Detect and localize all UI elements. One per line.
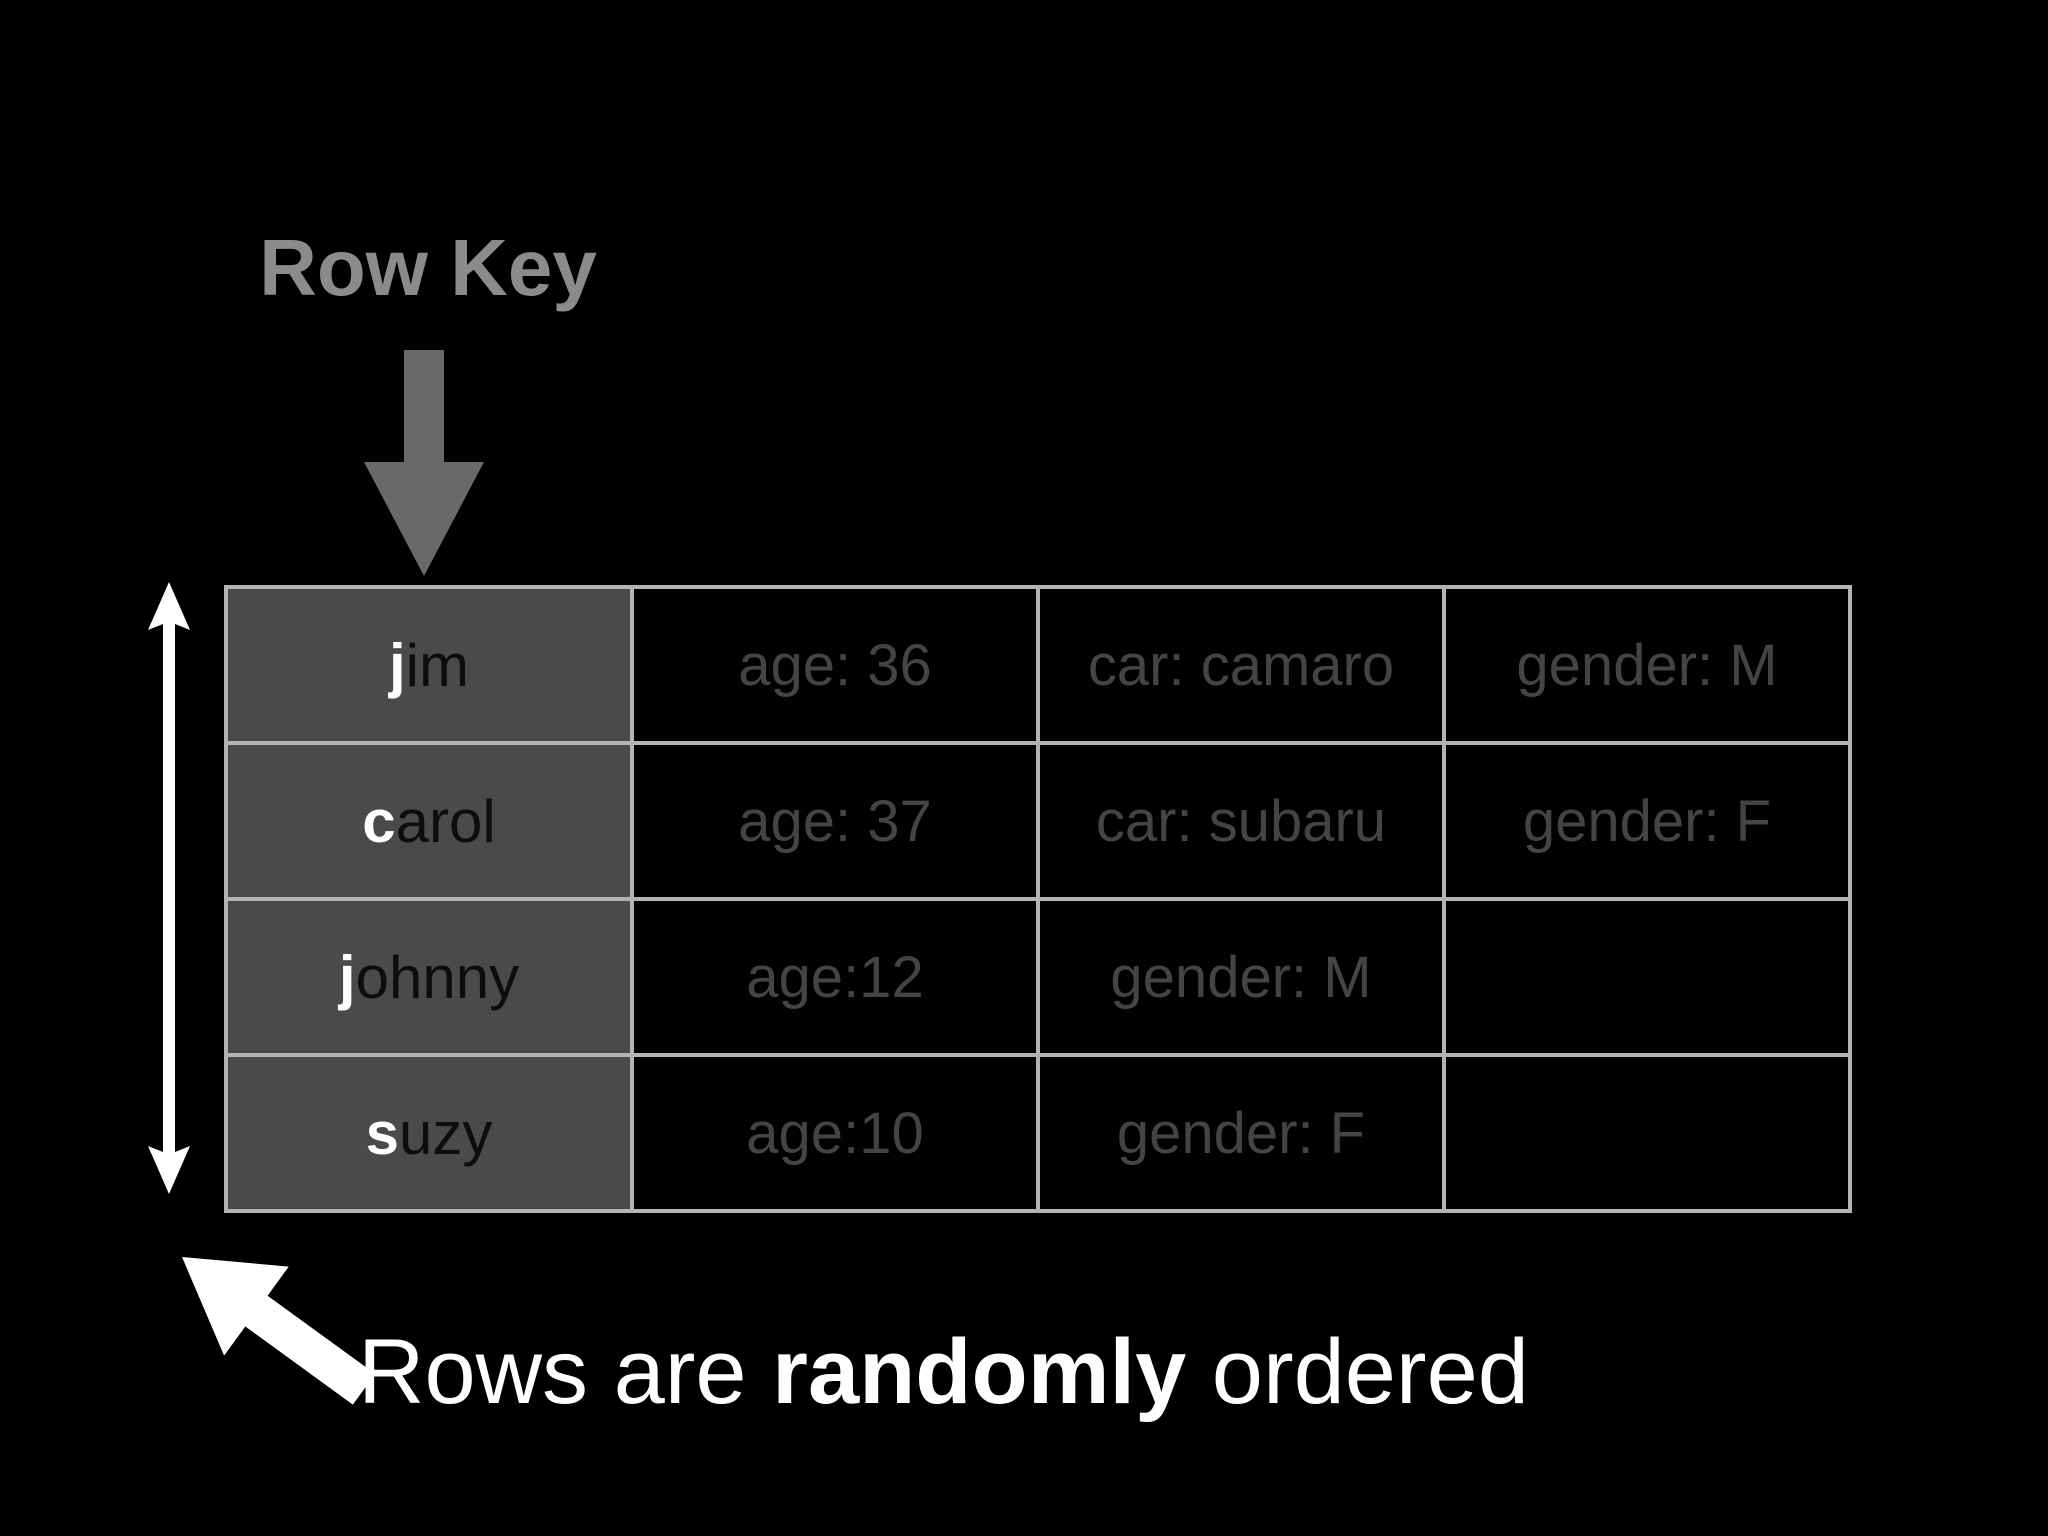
footer-text-before: Rows are — [358, 1321, 773, 1423]
up-left-arrow-icon — [182, 1257, 376, 1405]
table-cell: gender: F — [1442, 741, 1852, 901]
table-cell: gender: M — [1036, 897, 1446, 1057]
table-cell: age: 37 — [630, 741, 1040, 901]
footer-text-after: ordered — [1186, 1321, 1529, 1423]
table-row: suzy age:10 gender: F — [224, 1053, 1852, 1213]
row-key-first-letter: c — [362, 787, 396, 855]
table-cell: gender: F — [1036, 1053, 1446, 1213]
row-key-rest: im — [405, 631, 469, 699]
row-key-cell: carol — [224, 741, 634, 901]
vertical-double-arrow-shape — [148, 582, 190, 1194]
table-cell — [1442, 1053, 1852, 1213]
table-cell: car: subaru — [1036, 741, 1446, 901]
table-row: jim age: 36 car: camaro gender: M — [224, 585, 1852, 745]
table-cell — [1442, 897, 1852, 1057]
footer-text-bold: randomly — [772, 1321, 1187, 1423]
down-arrow-shaft — [404, 350, 444, 466]
table-cell: age: 36 — [630, 585, 1040, 745]
up-left-arrow-shape — [182, 1257, 376, 1405]
row-key-cell: jim — [224, 585, 634, 745]
row-key-rest: ohnny — [355, 943, 520, 1011]
row-key-first-letter: s — [365, 1099, 399, 1167]
table-cell: age:10 — [630, 1053, 1040, 1213]
table-row: carol age: 37 car: subaru gender: F — [224, 741, 1852, 901]
row-key-first-letter: j — [338, 943, 356, 1011]
row-key-rest: uzy — [399, 1099, 493, 1167]
hbase-rows-table: jim age: 36 car: camaro gender: M carol … — [224, 585, 1852, 1213]
table-row: johnny age:12 gender: M — [224, 897, 1852, 1057]
down-arrow-head — [364, 462, 484, 576]
row-key-first-letter: j — [389, 631, 406, 699]
table-cell: gender: M — [1442, 585, 1852, 745]
row-key-rest: arol — [395, 787, 496, 855]
vertical-double-arrow-icon — [148, 582, 190, 1194]
row-key-cell: johnny — [224, 897, 634, 1057]
footer-caption: Rows are randomly ordered — [358, 1321, 1529, 1423]
table-cell: age:12 — [630, 897, 1040, 1057]
row-key-cell: suzy — [224, 1053, 634, 1213]
table-cell: car: camaro — [1036, 585, 1446, 745]
row-key-label: Row Key — [259, 223, 597, 312]
